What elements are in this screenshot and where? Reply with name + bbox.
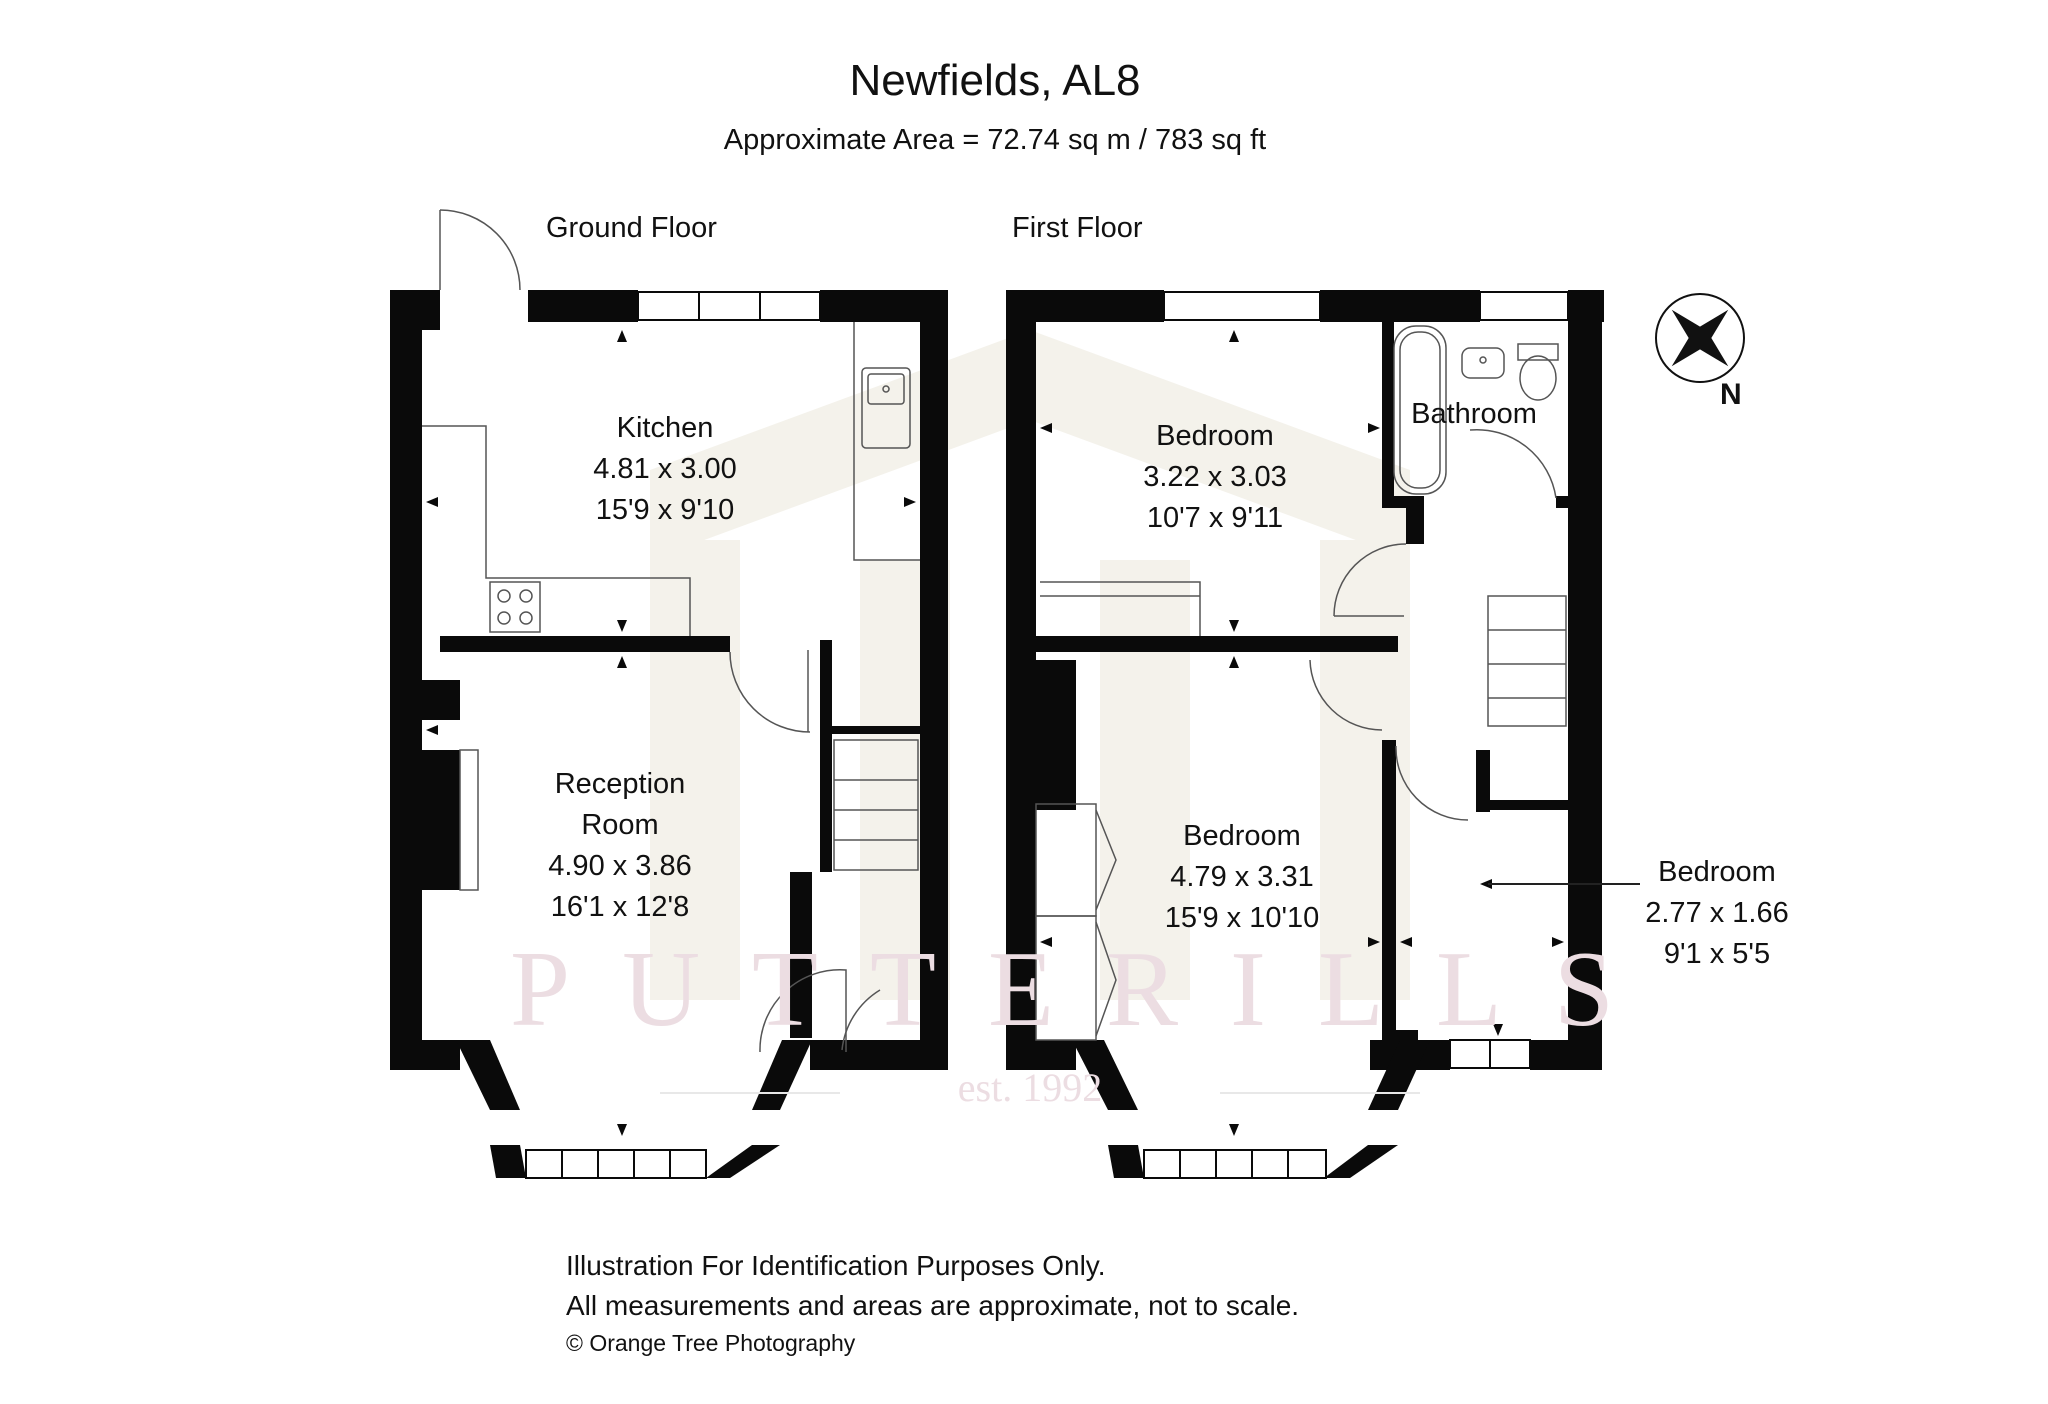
reception-name-line1: Reception — [554, 768, 686, 800]
bedroom1-name: Bedroom — [1156, 420, 1274, 452]
watermark-rule-right — [1220, 1092, 1420, 1094]
ground-floor-dimension-arrows — [426, 330, 916, 1136]
reception-imperial: 16'1 x 12'8 — [550, 891, 690, 923]
reception-name-line2: Room — [581, 809, 659, 841]
first-floor-walls — [1006, 290, 1604, 1178]
first-floor-dimension-arrows — [1040, 330, 1564, 1136]
plan-title: Newfields, AL8 — [849, 56, 1141, 105]
footer-measurements-note: All measurements and areas are approxima… — [566, 1290, 1300, 1321]
room-bathroom: Bathroom — [1392, 394, 1556, 435]
bedroom1-imperial: 10'7 x 9'11 — [1146, 502, 1284, 534]
bedroom2-imperial: 15'9 x 10'10 — [1164, 902, 1320, 934]
watermark-rule-left — [660, 1092, 840, 1094]
room-bedroom-front: Bedroom 4.79 x 3.31 15'9 x 10'10 — [1132, 816, 1352, 939]
kitchen-imperial: 15'9 x 9'10 — [595, 494, 735, 526]
reception-metric: 4.90 x 3.86 — [548, 850, 692, 882]
room-bedroom-rear: Bedroom 3.22 x 3.03 10'7 x 9'11 — [1110, 416, 1320, 539]
first-floor-label: First Floor — [1012, 212, 1143, 244]
ground-floor-walls — [390, 290, 948, 1178]
room-kitchen: Kitchen 4.81 x 3.00 15'9 x 9'10 — [560, 408, 770, 531]
ground-floor-label: Ground Floor — [546, 212, 717, 244]
ground-floor-windows — [525, 291, 821, 1179]
footer-credit: © Orange Tree Photography — [566, 1330, 856, 1356]
kitchen-metric: 4.81 x 3.00 — [593, 453, 737, 485]
bedroom3-imperial: 9'1 x 5'5 — [1663, 938, 1771, 970]
bedroom1-metric: 3.22 x 3.03 — [1143, 461, 1287, 493]
room-bedroom-small: Bedroom 2.77 x 1.66 9'1 x 5'5 — [1612, 852, 1822, 975]
bedroom2-metric: 4.79 x 3.31 — [1170, 861, 1314, 893]
footer-disclaimer: Illustration For Identification Purposes… — [566, 1250, 1106, 1281]
watermark-established: est. 1992 — [957, 1065, 1103, 1110]
first-floor-fixtures — [1035, 325, 1567, 1041]
bedroom3-name: Bedroom — [1658, 856, 1776, 888]
kitchen-name: Kitchen — [616, 412, 714, 444]
compass-north-label: N — [1720, 378, 1742, 411]
area-summary: Approximate Area = 72.74 sq m / 783 sq f… — [723, 124, 1267, 156]
bedroom3-metric: 2.77 x 1.66 — [1645, 897, 1789, 929]
ground-floor-fixtures — [422, 209, 920, 1053]
compass-icon — [1655, 293, 1745, 383]
first-floor-windows — [1143, 291, 1569, 1179]
watermark-brand: PUTTERILLS — [510, 930, 1666, 1049]
bedroom2-name: Bedroom — [1183, 820, 1301, 852]
bathroom-name: Bathroom — [1411, 398, 1537, 430]
room-reception: Reception Room 4.90 x 3.86 16'1 x 12'8 — [520, 764, 720, 928]
